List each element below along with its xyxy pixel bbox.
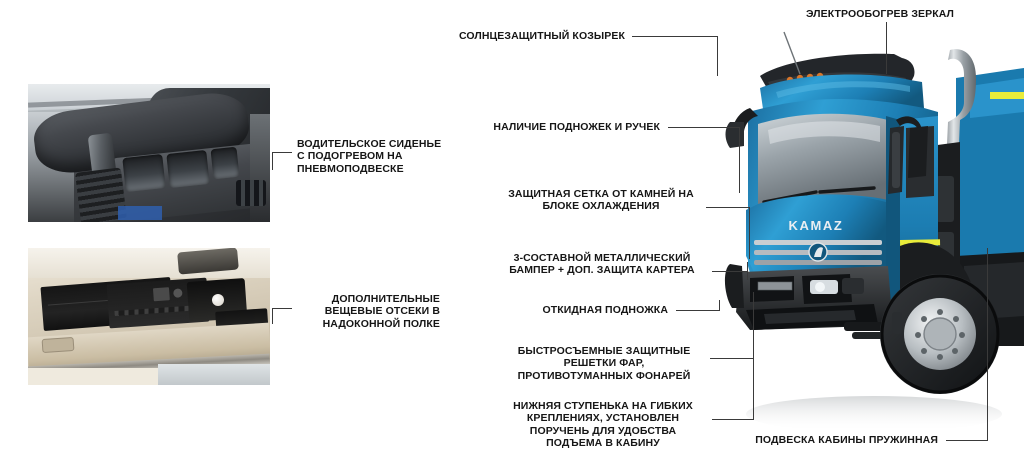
leader-cab-suspension-v xyxy=(987,248,988,441)
callout-cab-suspension: ПОДВЕСКА КАБИНЫ ПРУЖИННАЯ xyxy=(755,434,938,446)
leader-stone-guard-v xyxy=(749,207,750,259)
callout-lower-step: НИЖНЯЯ СТУПЕНЬКА НА ГИБКИХ КРЕПЛЕНИЯХ, У… xyxy=(513,400,693,450)
leader-lamp-grilles-h xyxy=(710,358,754,359)
leader-stone-guard-h xyxy=(706,207,750,208)
callout-overhead-shelf: ДОПОЛНИТЕЛЬНЫЕ ВЕЩЕВЫЕ ОТСЕКИ В НАДОКОНН… xyxy=(322,293,440,330)
callout-stone-guard: ЗАЩИТНАЯ СЕТКА ОТ КАМНЕЙ НА БЛОКЕ ОХЛАЖД… xyxy=(508,188,694,213)
leader-bumper-h xyxy=(712,271,748,272)
leader-sun-visor-h xyxy=(632,36,718,37)
leader-lower-step-v xyxy=(753,348,754,420)
photo-overhead-shelf xyxy=(28,248,270,385)
photo-driver-seat xyxy=(28,84,270,222)
leader-shelf-v xyxy=(272,308,273,324)
callout-bumper: 3-СОСТАВНОЙ МЕТАЛЛИЧЕСКИЙ БАМПЕР + ДОП. … xyxy=(509,252,695,277)
leader-mirror-heating-v xyxy=(886,22,887,74)
leader-cab-suspension-h xyxy=(946,440,988,441)
leader-folding-step-v xyxy=(719,300,720,311)
leader-bumper-v xyxy=(747,262,748,280)
leader-seat-h xyxy=(272,152,292,153)
leader-steps-h xyxy=(668,127,740,128)
callout-sun-visor: СОЛНЦЕЗАЩИТНЫЙ КОЗЫРЕК xyxy=(458,30,625,42)
leader-folding-step-h xyxy=(676,310,720,311)
svg-text:KAMAZ: KAMAZ xyxy=(789,218,844,233)
callout-driver-seat: ВОДИТЕЛЬСКОЕ СИДЕНЬЕ С ПОДОГРЕВОМ НА ПНЕ… xyxy=(297,138,442,175)
callout-lamp-grilles: БЫСТРОСЪЕМНЫЕ ЗАЩИТНЫЕ РЕШЕТКИ ФАР, ПРОТ… xyxy=(517,345,691,382)
leader-lamp-grilles-v xyxy=(753,292,754,359)
leader-shelf-h xyxy=(272,308,292,309)
callout-mirror-heating: ЭЛЕКТРООБОГРЕВ ЗЕРКАЛ xyxy=(805,8,955,20)
callout-folding-step: ОТКИДНАЯ ПОДНОЖКА xyxy=(542,304,668,316)
truck-illustration: KAMAZ xyxy=(724,31,1024,432)
leader-sun-visor-v xyxy=(717,36,718,76)
leader-seat-v xyxy=(272,152,273,170)
leader-lower-step-h xyxy=(712,419,754,420)
callout-steps-handles: НАЛИЧИЕ ПОДНОЖЕК И РУЧЕК xyxy=(493,121,660,133)
leader-steps-v xyxy=(739,127,740,193)
